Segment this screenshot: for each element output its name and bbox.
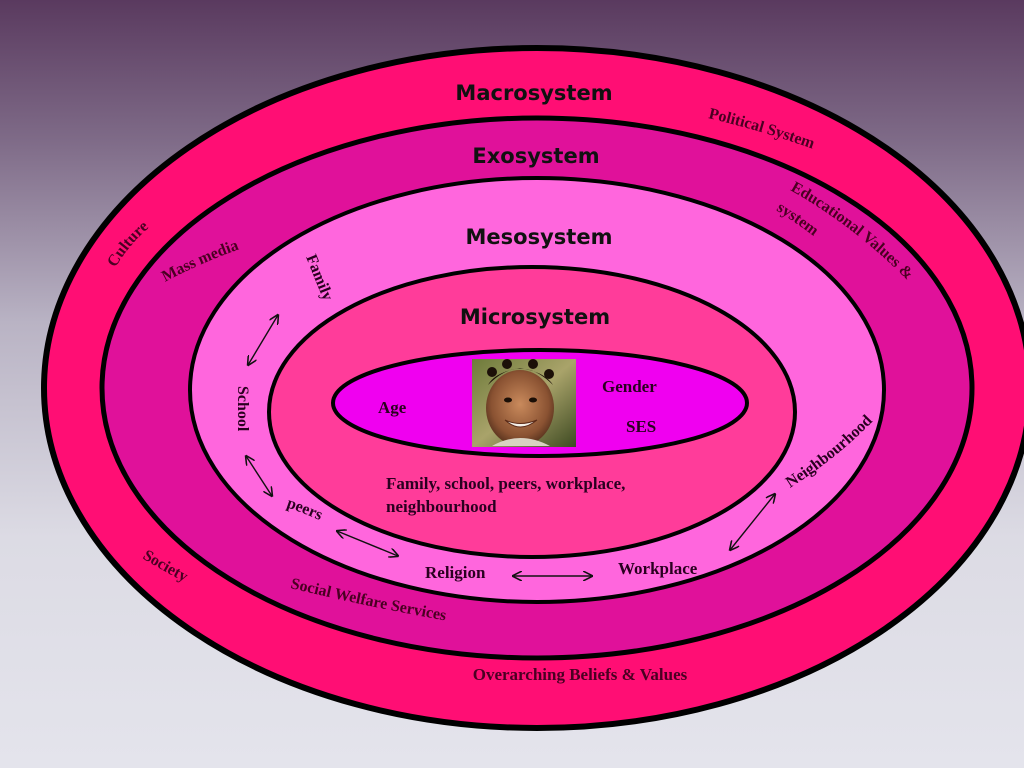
arrow-workplace-neighbourhood	[730, 494, 775, 550]
arrow-peers-religion	[337, 531, 398, 556]
microsystem-title: Microsystem	[460, 305, 610, 329]
exosystem-title: Exosystem	[472, 144, 599, 168]
gender-label: Gender	[602, 377, 657, 396]
ses-label: SES	[626, 417, 656, 436]
macro-beliefs-label: Overarching Beliefs & Values	[473, 665, 688, 684]
age-label: Age	[378, 398, 407, 417]
meso-religion-label: Religion	[425, 563, 486, 582]
meso-workplace-label: Workplace	[618, 559, 698, 578]
child-photo	[472, 359, 576, 447]
microsystem-caption-line2: neighbourhood	[386, 497, 497, 516]
arrow-school-peers	[246, 456, 272, 496]
macrosystem-title: Macrosystem	[455, 81, 612, 105]
arrow-family-school	[248, 315, 278, 365]
mesosystem-title: Mesosystem	[466, 225, 613, 249]
meso-school-label: School	[234, 386, 251, 432]
microsystem-caption-line1: Family, school, peers, workplace,	[386, 474, 625, 493]
